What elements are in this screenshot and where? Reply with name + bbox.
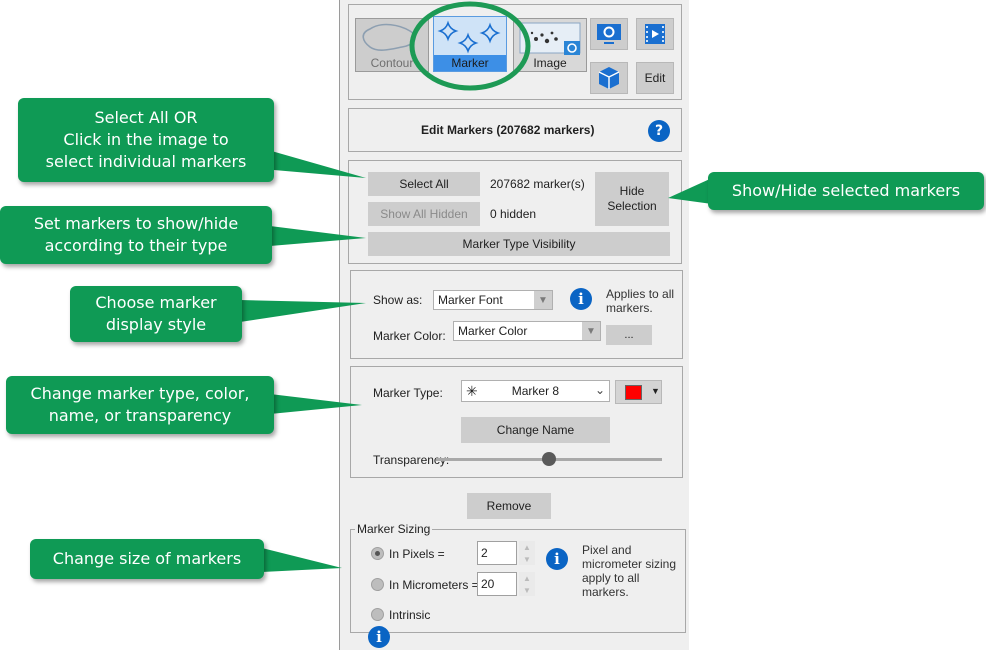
mode-marker-button[interactable]: Marker	[433, 16, 507, 72]
marker-type-select[interactable]: ✳ Marker 8 ⌄	[461, 380, 610, 402]
chevron-down-icon: ⌄	[594, 383, 605, 397]
edit-button[interactable]: Edit	[636, 62, 674, 94]
marker-color-label: Marker Color:	[373, 329, 446, 343]
marker-color-select[interactable]: Marker Color ▼	[453, 321, 601, 341]
marker-color-value: Marker Color	[458, 324, 528, 338]
sizing-note: Pixel and micrometer sizing apply to all…	[582, 543, 677, 599]
marker-sizing-group	[350, 529, 686, 633]
edit-button-label: Edit	[644, 71, 666, 85]
in-pixels-label: In Pixels =	[389, 547, 445, 561]
select-all-button[interactable]: Select All	[368, 172, 480, 196]
cube-icon	[598, 67, 620, 89]
marker-type-visibility-button[interactable]: Marker Type Visibility	[368, 232, 670, 256]
page-title: Edit Markers (207682 markers)	[421, 123, 595, 137]
callout-select-all: Select All OR Click in the image to sele…	[18, 98, 274, 182]
header-box	[348, 108, 682, 152]
marker-glyph-icon: ✳	[466, 382, 478, 399]
film-icon	[645, 24, 665, 44]
mode-contour-label: Contour	[370, 56, 414, 70]
mode-image-label: Image	[533, 56, 567, 70]
3d-view-button[interactable]	[590, 62, 628, 94]
movie-button[interactable]	[636, 18, 674, 50]
transparency-slider-thumb[interactable]	[542, 452, 556, 466]
info-icon: i	[368, 626, 390, 648]
chevron-down-icon: ▼	[534, 291, 552, 309]
intrinsic-label: Intrinsic	[389, 608, 431, 622]
marker-sizing-legend: Marker Sizing	[355, 522, 433, 536]
in-micrometers-radio[interactable]	[371, 578, 384, 591]
callout-show-hide: Show/Hide selected markers	[708, 172, 984, 210]
mode-marker-label: Marker	[434, 55, 506, 71]
hidden-count-text: 0 hidden	[490, 207, 537, 221]
pixels-stepper[interactable]: ▲▼	[519, 541, 535, 565]
show-as-select[interactable]: Marker Font ▼	[433, 290, 553, 310]
monitor-gear-icon	[597, 24, 621, 44]
marker-count-text: 207682 marker(s)	[490, 177, 585, 191]
micrometers-input[interactable]: 20	[477, 572, 517, 596]
callout-marker-edit: Change marker type, color, name, or tran…	[6, 376, 274, 434]
marker-type-label: Marker Type:	[373, 386, 443, 400]
remove-button[interactable]: Remove	[467, 493, 551, 519]
marker-type-value: Marker 8	[511, 384, 560, 398]
intrinsic-radio[interactable]	[371, 608, 384, 621]
callout-type-visibility: Set markers to show/hide according to th…	[0, 206, 272, 264]
micrometers-stepper[interactable]: ▲▼	[519, 572, 535, 596]
applies-note: Applies to all markers.	[606, 287, 675, 315]
show-as-label: Show as:	[373, 293, 423, 307]
callout-display-style: Choose marker display style	[70, 286, 242, 342]
contour-icon	[362, 23, 416, 51]
dropdown-arrow-icon: ▼	[651, 386, 660, 396]
callout-marker-size: Change size of markers	[30, 539, 264, 579]
info-icon: i	[546, 548, 568, 570]
info-icon: i	[570, 288, 592, 310]
highlight-ring	[409, 1, 531, 91]
in-micrometers-label: In Micrometers =	[389, 578, 479, 592]
marker-color-picker[interactable]: ▼	[615, 380, 662, 404]
marker-color-ellipsis-button[interactable]: ...	[606, 325, 652, 345]
marker-sparkle-icon	[437, 20, 501, 54]
marker-color-swatch	[625, 385, 642, 400]
change-name-button[interactable]: Change Name	[461, 417, 610, 443]
in-pixels-radio[interactable]	[371, 547, 384, 560]
chevron-down-icon: ▼	[582, 322, 600, 340]
transparency-label: Transparency:	[373, 453, 450, 467]
show-all-hidden-button[interactable]: Show All Hidden	[368, 202, 480, 226]
help-icon[interactable]: ?	[648, 120, 670, 142]
hide-selection-button[interactable]: Hide Selection	[595, 172, 669, 226]
pixels-input[interactable]: 2	[477, 541, 517, 565]
show-as-value: Marker Font	[438, 293, 503, 307]
settings-display-button[interactable]	[590, 18, 628, 50]
